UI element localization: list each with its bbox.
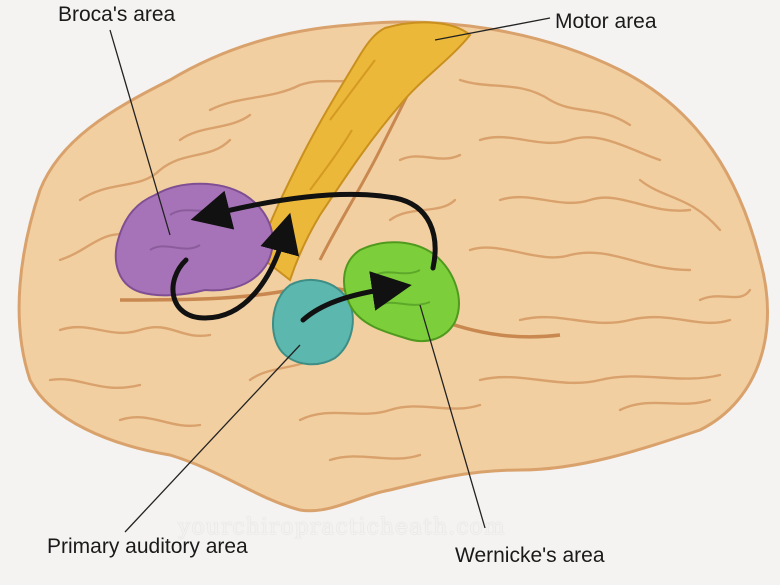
language-pathway-arrows: [170, 190, 438, 323]
leader-auditory: [124, 344, 301, 533]
motor-area-region: [256, 21, 472, 282]
leader-wernicke: [419, 304, 486, 529]
arrow-wernicke-to-broca: [190, 190, 438, 271]
motor-area-folds: [309, 59, 376, 191]
arrow-auditory-to-wernicke: [300, 271, 412, 323]
leader-broca: [109, 29, 171, 236]
leader-motor: [434, 17, 551, 41]
broca-area-label: Broca's area: [58, 3, 176, 26]
auditory-area-region: [272, 279, 354, 366]
label-leader-lines: [109, 17, 551, 533]
wernicke-area-label: Wernicke's area: [455, 544, 605, 567]
primary-auditory-area-label: Primary auditory area: [47, 535, 248, 558]
watermark: yourchiropracticheath.com: [178, 515, 506, 540]
arrow-broca-to-motor: [170, 212, 300, 321]
motor-area-label: Motor area: [555, 10, 657, 33]
brain-folds: [48, 68, 752, 462]
